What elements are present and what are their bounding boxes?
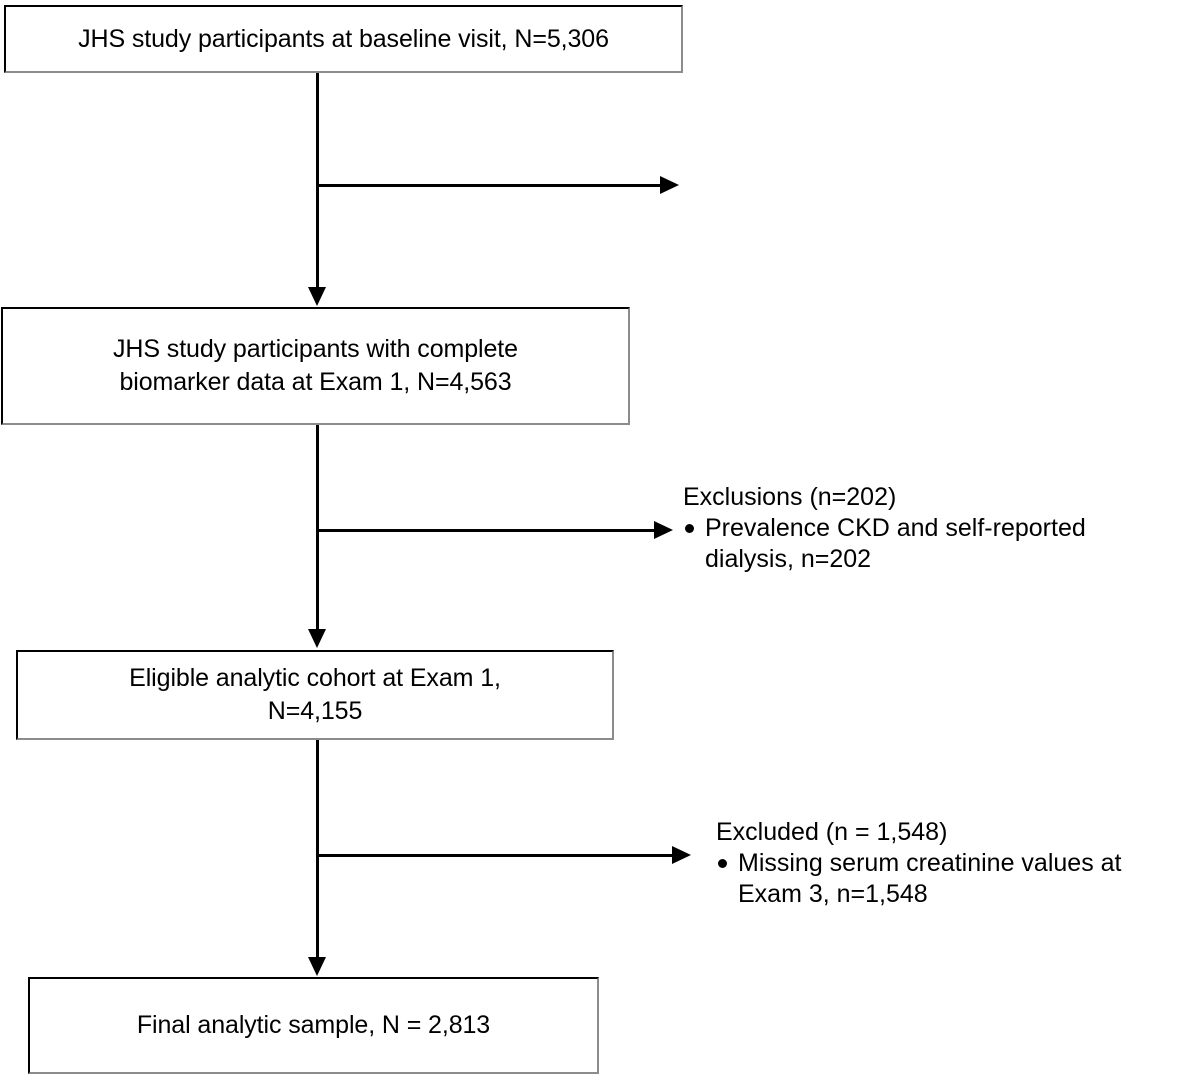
flowchart-box-baseline: JHS study participants at baseline visit… — [4, 5, 683, 73]
flowchart-box-eligible-label: Eligible analytic cohort at Exam 1, N=4,… — [129, 664, 501, 725]
exclusions-block-1-list: Prevalence CKD and self-reported dialysi… — [683, 513, 1163, 575]
exclusions-block-2-title: Excluded (n = 1,548) — [716, 818, 948, 846]
list-item: Missing serum creatinine values at Exam … — [716, 848, 1176, 910]
bullet-icon — [685, 524, 694, 533]
exclusions-block-1-item-0: Prevalence CKD and self-reported dialysi… — [705, 514, 1086, 573]
arrowhead-right-to-exclusions-2 — [672, 846, 691, 864]
connector-branch-to-exclusions-2 — [316, 854, 674, 857]
exclusions-block-2: Excluded (n = 1,548) Missing serum creat… — [716, 817, 1176, 910]
connector-stem-biomarker-to-eligible — [316, 425, 319, 630]
flowchart-box-final: Final analytic sample, N = 2,813 — [28, 977, 599, 1074]
connector-stem-baseline-to-biomarker — [316, 73, 319, 288]
exclusions-block-1: Exclusions (n=202) Prevalence CKD and se… — [683, 482, 1163, 575]
flowchart-box-eligible: Eligible analytic cohort at Exam 1, N=4,… — [16, 650, 614, 740]
arrowhead-right-branch-baseline — [660, 176, 679, 194]
exclusions-block-2-item-0: Missing serum creatinine values at Exam … — [738, 849, 1122, 908]
exclusions-block-2-list: Missing serum creatinine values at Exam … — [716, 848, 1176, 910]
flowchart-box-baseline-label: JHS study participants at baseline visit… — [78, 24, 609, 53]
exclusions-block-1-title: Exclusions (n=202) — [683, 483, 897, 511]
bullet-icon — [718, 859, 727, 868]
flowchart-box-biomarker-label: JHS study participants with complete bio… — [113, 335, 518, 396]
list-item: Prevalence CKD and self-reported dialysi… — [683, 513, 1163, 575]
connector-stem-eligible-to-final — [316, 740, 319, 958]
arrowhead-down-to-biomarker — [308, 287, 326, 306]
arrowhead-right-to-exclusions-1 — [654, 521, 673, 539]
flowchart-box-biomarker: JHS study participants with complete bio… — [1, 307, 630, 425]
arrowhead-down-to-eligible — [308, 629, 326, 648]
flowchart-box-final-label: Final analytic sample, N = 2,813 — [136, 1011, 491, 1039]
arrowhead-down-to-final — [308, 957, 326, 976]
connector-branch-baseline — [316, 184, 662, 187]
connector-branch-to-exclusions-1 — [316, 529, 656, 532]
